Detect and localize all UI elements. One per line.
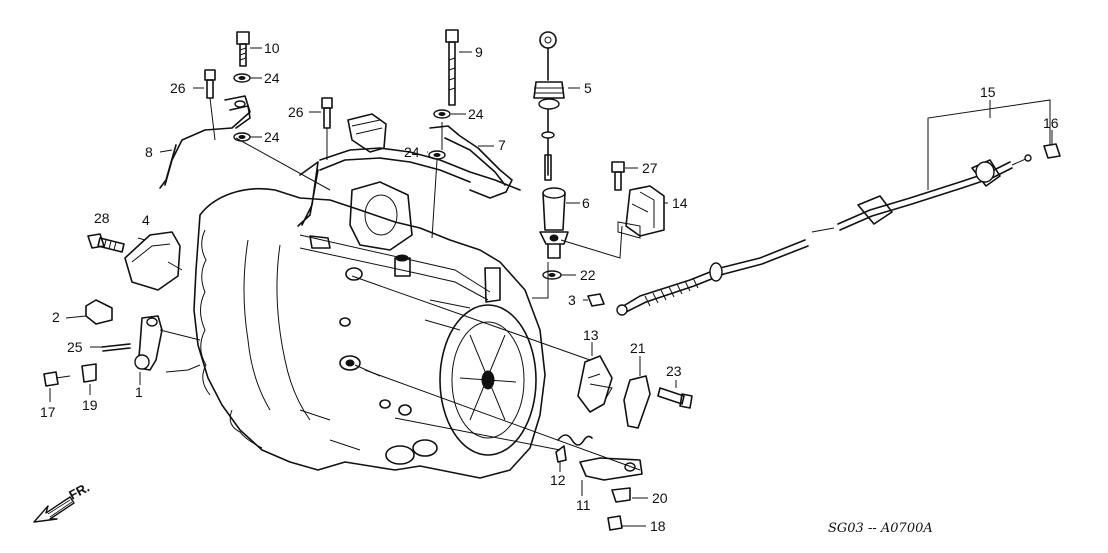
- callout-labels: 1 2 3 4 5 6 7 8 9 10 11 12 13 14 15 16 1…: [40, 40, 1059, 534]
- leader-lines: [49, 47, 1053, 527]
- part-8-bracket: [159, 95, 251, 189]
- part-4-cover: [124, 231, 183, 291]
- part-9-long-bolt: [445, 29, 459, 106]
- callout-24-c: 24: [468, 106, 484, 122]
- callout-26-b: 26: [288, 104, 304, 120]
- callout-12: 12: [550, 472, 566, 488]
- part-3-nut: [587, 293, 605, 307]
- callout-27: 27: [642, 160, 658, 176]
- part-19-clip: [81, 363, 97, 383]
- callout-7: 7: [498, 137, 506, 153]
- callout-21: 21: [630, 340, 646, 356]
- front-arrow-icon: [33, 496, 75, 523]
- callout-4: 4: [142, 212, 150, 228]
- front-direction-indicator: FR.: [33, 480, 92, 523]
- callout-22: 22: [580, 267, 596, 283]
- part-12-spring: [555, 434, 593, 463]
- part-20-clip: [611, 487, 631, 503]
- part-27-bolt: [611, 161, 625, 191]
- part-22-washer: [542, 270, 562, 280]
- part-26-bolt-mid: [321, 97, 333, 129]
- callout-2: 2: [52, 309, 60, 325]
- callout-16: 16: [1043, 115, 1059, 131]
- part-10-bolt: [236, 31, 250, 67]
- callout-24-a: 24: [264, 70, 280, 86]
- callout-24-b: 24: [264, 129, 280, 145]
- part-15-shift-cable: [616, 154, 1032, 316]
- callout-20: 20: [652, 490, 668, 506]
- part-28-bolt: [87, 233, 125, 253]
- part-7-bracket: [297, 113, 521, 227]
- callout-18: 18: [650, 518, 666, 534]
- part-6-tube: [539, 187, 569, 259]
- callout-14: 14: [672, 195, 688, 211]
- part-14-bracket: [617, 185, 665, 239]
- callout-9: 9: [475, 44, 483, 60]
- part-16-cap: [1043, 143, 1061, 159]
- callout-19: 19: [82, 397, 98, 413]
- part-1-lever: [134, 315, 163, 371]
- part-17-bolt: [43, 371, 71, 387]
- callout-11: 11: [576, 497, 591, 513]
- part-2-bracket: [85, 299, 113, 325]
- callout-1: 1: [135, 384, 143, 400]
- callout-24-d: 24: [404, 144, 420, 160]
- callout-25: 25: [67, 339, 83, 355]
- part-13-plate: [577, 355, 613, 413]
- transmission-case: [193, 181, 546, 479]
- callout-5: 5: [584, 80, 592, 96]
- callout-13: 13: [583, 327, 599, 343]
- part-11-lever: [579, 457, 643, 481]
- part-23-bolt: [657, 387, 693, 409]
- callout-15: 15: [980, 84, 996, 100]
- part-21-bracket: [623, 375, 651, 429]
- callout-8: 8: [145, 144, 153, 160]
- callout-26-a: 26: [170, 80, 186, 96]
- callout-17: 17: [40, 404, 56, 420]
- drawing-code: SG03 -- A0700A: [828, 521, 933, 536]
- callout-23: 23: [666, 363, 682, 379]
- part-18-bolt: [607, 515, 623, 531]
- part-25-pin: [101, 343, 131, 352]
- callout-10: 10: [264, 40, 280, 56]
- callout-28: 28: [94, 210, 110, 226]
- part-26-bolt-left: [204, 69, 216, 99]
- callout-6: 6: [582, 195, 590, 211]
- callout-3: 3: [568, 292, 576, 308]
- part-5-dipstick: [533, 31, 565, 181]
